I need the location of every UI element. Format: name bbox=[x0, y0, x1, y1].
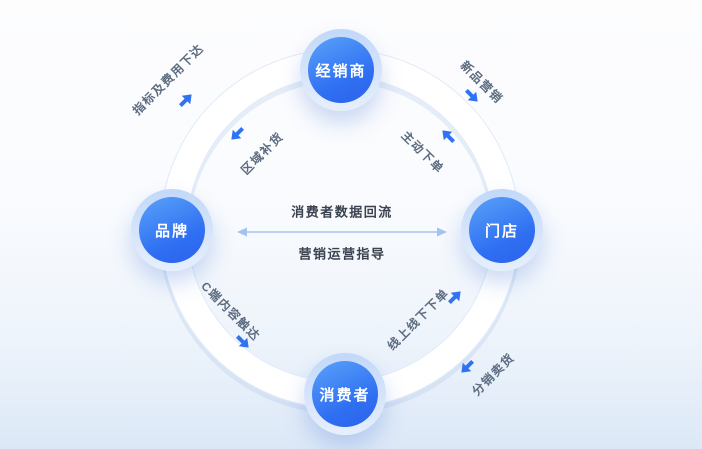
node-brand: 品牌 bbox=[131, 189, 213, 271]
center-flow-top-label: 消费者数据回流 bbox=[291, 204, 393, 220]
node-brand-label: 品牌 bbox=[139, 197, 205, 263]
bidirectional-arrow-icon bbox=[237, 227, 447, 237]
node-consumer: 消费者 bbox=[304, 353, 386, 435]
node-dealer-label: 经销商 bbox=[308, 37, 374, 103]
targets-fees-arrow-icon bbox=[178, 94, 192, 108]
new-product-marketing-arrow-icon bbox=[464, 88, 478, 102]
center-flow-bottom-label: 营销运营指导 bbox=[298, 246, 386, 262]
online-offline-ordering-arrow-icon bbox=[447, 291, 461, 305]
node-store: 门店 bbox=[461, 189, 543, 271]
c-side-content-reach-arrow-icon bbox=[235, 334, 249, 348]
node-consumer-label: 消费者 bbox=[312, 361, 378, 427]
distribution-selling-arrow-icon bbox=[461, 359, 475, 373]
proactive-ordering-arrow-icon bbox=[442, 130, 456, 144]
node-store-label: 门店 bbox=[469, 197, 535, 263]
node-dealer: 经销商 bbox=[300, 29, 382, 111]
regional-replenishment-arrow-icon bbox=[231, 126, 245, 140]
